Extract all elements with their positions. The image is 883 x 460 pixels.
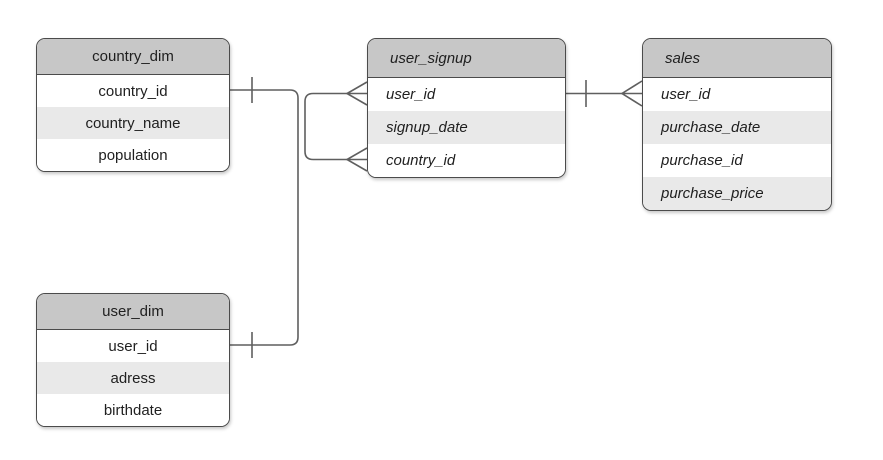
crow-foot-many-sales-user-id	[620, 80, 643, 107]
entity-user-dim[interactable]: user_dim user_id adress birthdate	[36, 293, 230, 427]
entity-sales[interactable]: sales user_id purchase_date purchase_id …	[642, 38, 832, 211]
field-country-name: country_name	[37, 107, 229, 139]
entity-title-sales: sales	[643, 39, 831, 78]
entity-country-dim[interactable]: country_dim country_id country_name popu…	[36, 38, 230, 172]
crow-foot-many-user-signup-user-id	[345, 81, 368, 106]
field-user-id: user_id	[643, 78, 831, 111]
field-user-id: user_id	[37, 330, 229, 362]
field-purchase-date: purchase_date	[643, 111, 831, 144]
entity-title-user-signup: user_signup	[368, 39, 565, 78]
field-user-id: user_id	[368, 78, 565, 111]
field-birthdate: birthdate	[37, 394, 229, 426]
field-country-id: country_id	[368, 144, 565, 177]
entity-user-signup[interactable]: user_signup user_id signup_date country_…	[367, 38, 566, 178]
field-signup-date: signup_date	[368, 111, 565, 144]
entity-title-user-dim: user_dim	[37, 294, 229, 330]
field-purchase-price: purchase_price	[643, 177, 831, 210]
field-country-id: country_id	[37, 75, 229, 107]
connector-country-dim-user-dim-bus[interactable]	[230, 89, 299, 346]
connector-user-signup-bracket[interactable]	[304, 92, 347, 161]
field-population: population	[37, 139, 229, 171]
crow-foot-many-user-signup-country-id	[345, 147, 368, 172]
entity-title-country-dim: country_dim	[37, 39, 229, 75]
field-purchase-id: purchase_id	[643, 144, 831, 177]
field-adress: adress	[37, 362, 229, 394]
